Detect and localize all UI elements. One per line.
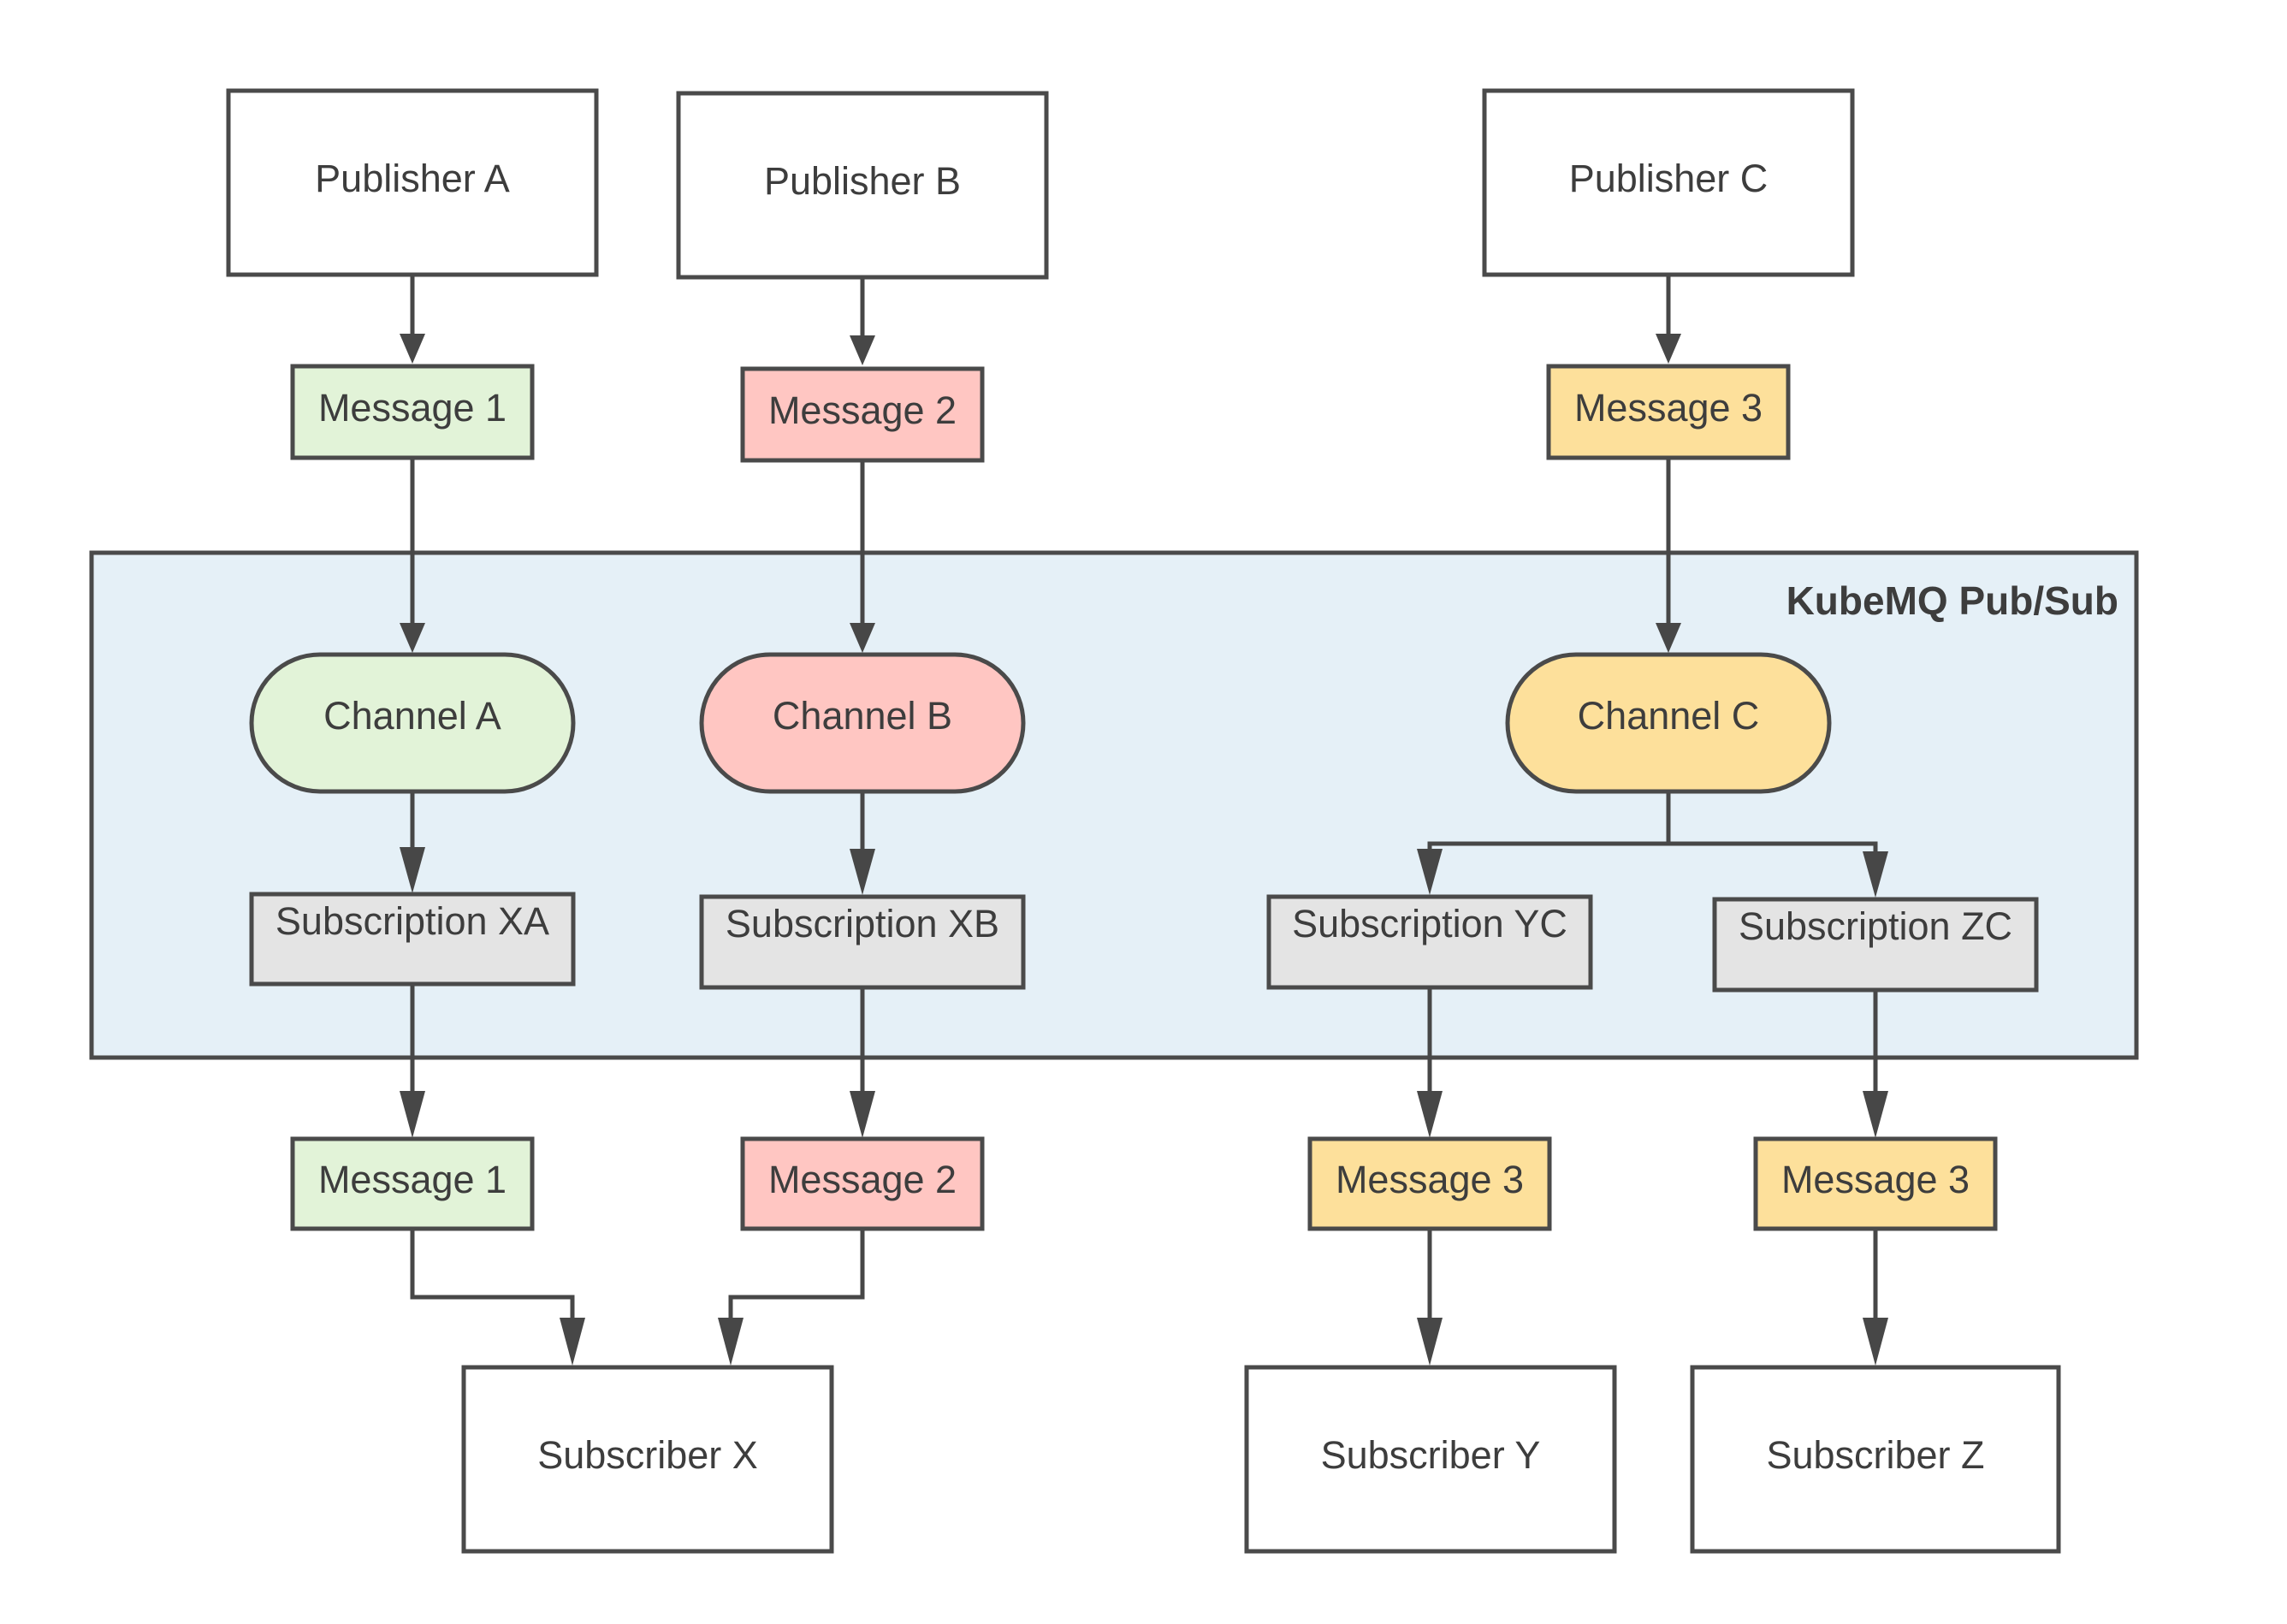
subscriber-z-label: Subscriber Z	[1766, 1433, 1984, 1477]
edge-message-2-subscriber-x	[728, 1229, 865, 1322]
message-3-delivered-z-node: Message 3	[1753, 1136, 1998, 1231]
message-2-delivered-node: Message 2	[740, 1136, 985, 1231]
publisher-b-label: Publisher B	[764, 159, 961, 203]
arrowhead	[400, 334, 425, 364]
channel-a-node: Channel A	[249, 652, 576, 794]
subscription-xb-label: Subscription XB	[726, 902, 999, 945]
arrowheads	[400, 334, 1888, 1366]
message-2-published-node: Message 2	[740, 366, 985, 463]
subscription-xa-label: Subscription XA	[276, 899, 549, 943]
message-3-published-node: Message 3	[1546, 364, 1791, 460]
subscription-zc-label: Subscription ZC	[1739, 904, 2012, 948]
arrowhead	[1656, 334, 1681, 364]
arrowhead	[1417, 849, 1443, 895]
arrowhead	[850, 849, 875, 895]
edges	[410, 276, 1878, 1322]
message-3-delivered-z-label: Message 3	[1781, 1158, 1970, 1201]
subscription-yc-node: Subscription YC	[1266, 894, 1593, 990]
subscriber-y-node: Subscriber Y	[1244, 1365, 1617, 1554]
subscription-yc-label: Subscription YC	[1292, 902, 1567, 945]
channel-a-label: Channel A	[323, 694, 501, 738]
arrowhead	[850, 335, 875, 365]
arrowhead	[1417, 1318, 1443, 1366]
arrowhead	[1863, 1318, 1888, 1366]
channel-c-node: Channel C	[1505, 652, 1832, 794]
subscriber-z-node: Subscriber Z	[1690, 1365, 2061, 1554]
arrowhead	[850, 623, 875, 653]
message-1-delivered-label: Message 1	[318, 1158, 507, 1201]
subscriber-y-label: Subscriber Y	[1321, 1433, 1541, 1477]
message-1-delivered-node: Message 1	[290, 1136, 535, 1231]
publisher-c-label: Publisher C	[1569, 157, 1769, 200]
message-1-published-node: Message 1	[290, 364, 535, 460]
edge-message-1-subscriber-x	[410, 1229, 575, 1322]
message-3-delivered-y-node: Message 3	[1307, 1136, 1552, 1231]
arrowhead	[1863, 1091, 1888, 1138]
subscription-xa-node: Subscription XA	[249, 892, 576, 987]
arrowhead	[850, 1091, 875, 1138]
channel-b-node: Channel B	[699, 652, 1026, 794]
message-2-delivered-label: Message 2	[768, 1158, 957, 1201]
publisher-c-node: Publisher C	[1482, 88, 1855, 277]
channel-c-label: Channel C	[1578, 694, 1760, 738]
arrowhead	[1863, 851, 1888, 898]
message-2-published-label: Message 2	[768, 388, 957, 432]
arrowhead	[1656, 623, 1681, 653]
subscription-xb-node: Subscription XB	[699, 894, 1026, 990]
message-3-delivered-y-label: Message 3	[1336, 1158, 1524, 1201]
arrowhead	[1417, 1091, 1443, 1138]
publisher-a-node: Publisher A	[226, 88, 599, 277]
subscriber-x-label: Subscriber X	[537, 1433, 758, 1477]
arrowhead	[400, 1091, 425, 1138]
edge-channel-c-subscription-zc	[1666, 791, 1878, 856]
message-3-published-label: Message 3	[1574, 386, 1763, 430]
subscriber-x-node: Subscriber X	[461, 1365, 834, 1554]
subscription-zc-node: Subscription ZC	[1712, 897, 2039, 993]
arrowhead	[400, 847, 425, 893]
channel-b-label: Channel B	[773, 694, 952, 738]
arrowhead	[718, 1318, 744, 1366]
arrowhead	[560, 1318, 585, 1366]
region-title: KubeMQ Pub/Sub	[1786, 578, 2118, 623]
publisher-a-label: Publisher A	[315, 157, 510, 200]
message-1-published-label: Message 1	[318, 386, 507, 430]
arrowhead	[400, 623, 425, 653]
publisher-b-node: Publisher B	[676, 91, 1049, 280]
